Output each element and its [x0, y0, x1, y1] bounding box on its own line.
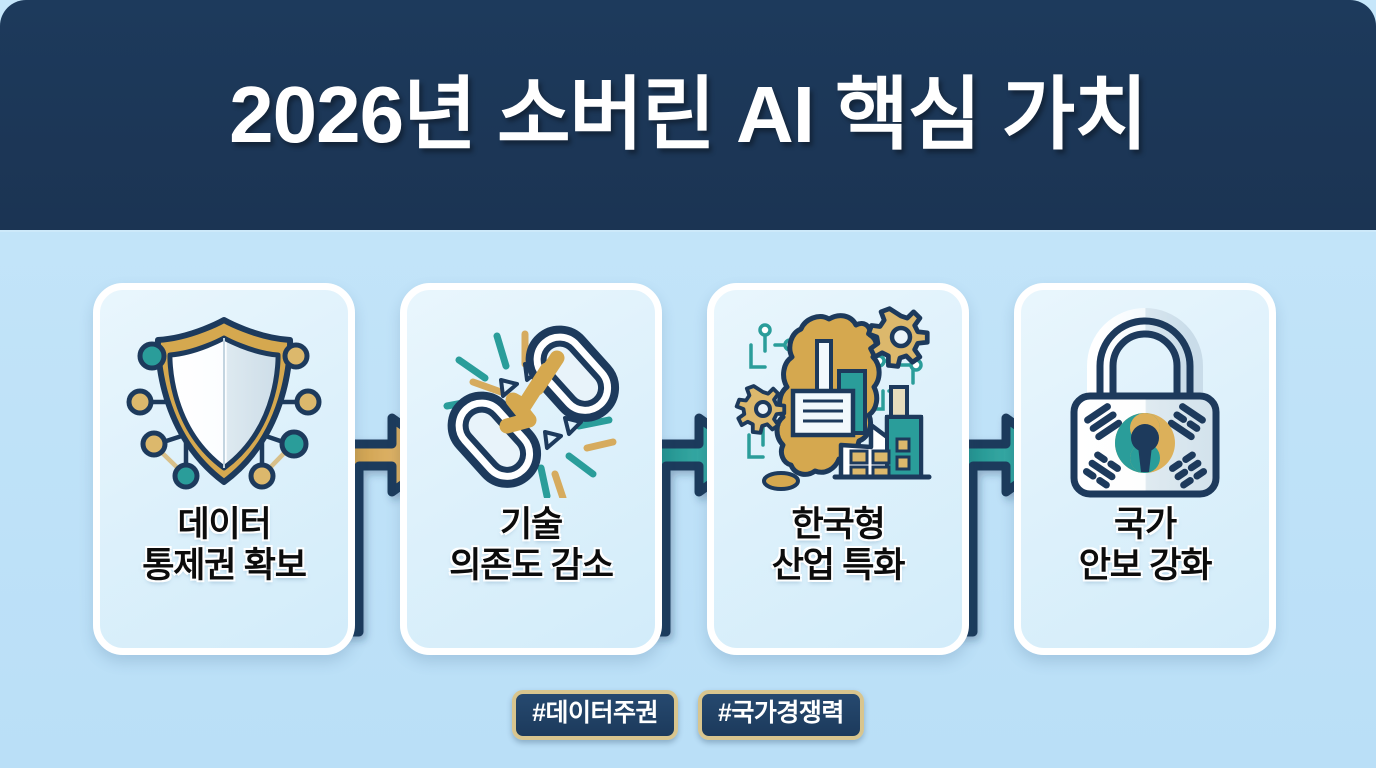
broken-chain-icon: [407, 290, 655, 505]
card-data-sovereignty[interactable]: 데이터 통제권 확보: [93, 283, 355, 655]
tag-national-competitiveness[interactable]: #국가경쟁력: [698, 690, 864, 740]
card-label-tech-independence: 기술 의존도 감소: [449, 505, 614, 585]
hashtag-row: #데이터주권 #국가경쟁력: [0, 690, 1376, 740]
card-tech-independence[interactable]: 기술 의존도 감소: [400, 283, 662, 655]
korea-map-factory-icon: [714, 290, 962, 505]
page-title: 2026년 소버린 AI 핵심 가치: [229, 70, 1148, 159]
card-national-security[interactable]: 국가 안보 강화: [1014, 283, 1276, 655]
card-label-data-sovereignty: 데이터 통제권 확보: [142, 505, 307, 585]
shield-network-icon: [100, 290, 348, 505]
card-label-korean-industry: 한국형 산업 특화: [771, 505, 906, 585]
korean-flag-padlock-icon: [1021, 290, 1269, 505]
card-label-national-security: 국가 안보 강화: [1078, 505, 1213, 585]
value-card-row: 데이터 통제권 확보: [0, 230, 1376, 690]
card-korean-industry[interactable]: 한국형 산업 특화: [707, 283, 969, 655]
tag-data-sovereignty[interactable]: #데이터주권: [512, 690, 678, 740]
header-banner: 2026년 소버린 AI 핵심 가치: [0, 0, 1376, 230]
